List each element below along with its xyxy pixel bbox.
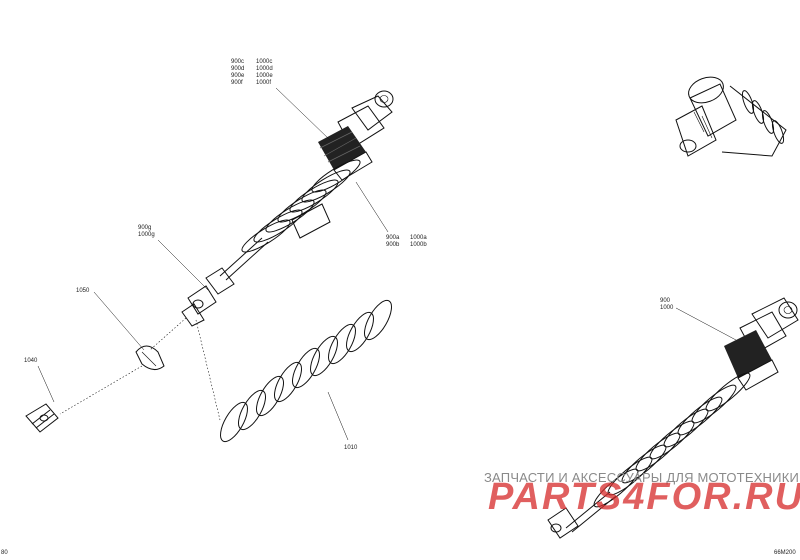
callout-top-7: 1000e — [256, 73, 273, 79]
main-spring-coils — [241, 159, 361, 253]
right-shock-absorber — [547, 297, 799, 539]
callout-mid-3: 1000a — [410, 235, 427, 241]
small-fitting-part — [25, 403, 59, 433]
watermark-logo: PARTS4FOR.RU — [488, 476, 800, 518]
callout-top-4: 900f — [231, 80, 243, 86]
callout-mid-4: 1000b — [410, 242, 427, 248]
callout-top-1: 900c — [231, 59, 244, 65]
watermark-tagline: ЗАПЧАСТИ И АКСЕССУАРЫ ДЛЯ МОТОТЕХНИКИ — [484, 470, 800, 485]
callout-right-2: 1000 — [660, 305, 674, 311]
loose-spring — [220, 299, 392, 443]
callout-top-3: 900e — [231, 73, 245, 79]
figure-code: 66M200 — [774, 550, 796, 556]
callout-lower-left: 1040 — [24, 358, 38, 364]
callout-top-2: 900d — [231, 66, 244, 72]
callout-top-5: 1000c — [256, 59, 272, 65]
shock-detail-view — [675, 76, 787, 157]
callout-rod-end-1: 900g — [138, 225, 151, 231]
callout-clip: 1050 — [76, 288, 90, 294]
callout-labels: 900c 900d 900e 900f 1000c 1000d 1000e 10… — [24, 59, 674, 451]
callout-rod-end-2: 1000g — [138, 232, 155, 238]
page-number: 80 — [1, 550, 8, 556]
callout-mid-1: 900a — [386, 235, 400, 241]
clip-part — [135, 345, 165, 370]
callout-top-6: 1000d — [256, 66, 273, 72]
callout-mid-2: 900b — [386, 242, 400, 248]
dark-coil-section — [318, 126, 366, 170]
callout-right-1: 900 — [660, 298, 671, 304]
leader-lines — [37, 87, 737, 441]
main-shock-absorber — [181, 90, 394, 327]
callout-spring: 1010 — [344, 445, 358, 451]
callout-top-8: 1000f — [256, 80, 271, 86]
